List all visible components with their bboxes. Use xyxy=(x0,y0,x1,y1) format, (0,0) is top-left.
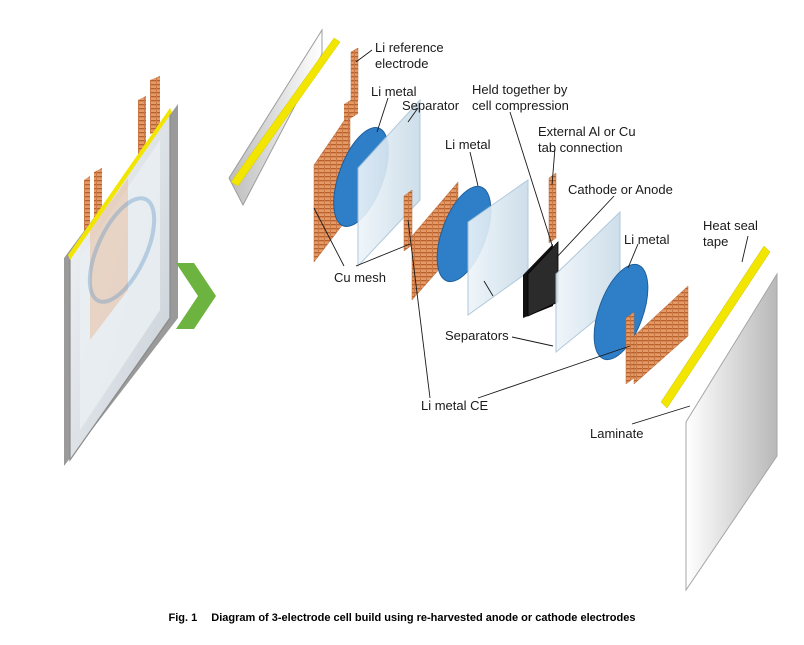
cu-mesh-3 xyxy=(633,285,689,385)
label-cathode-anode: Cathode or Anode xyxy=(568,182,673,197)
label-heat-seal-line2: tape xyxy=(703,234,729,249)
label-held-together: Held together by cell compression xyxy=(472,82,569,114)
assembly-arrow-icon xyxy=(176,263,216,329)
assembled-cell xyxy=(64,76,178,466)
assembled-tab-ref xyxy=(150,76,160,134)
li-metal-disc-3 xyxy=(593,263,649,361)
separator-1 xyxy=(357,98,421,268)
label-external-tab: External Al or Cu tab connection xyxy=(538,124,636,156)
label-cu-mesh: Cu mesh xyxy=(334,270,387,285)
assembled-ghost-mesh xyxy=(90,178,128,340)
label-li-metal-ce: Li metal CE xyxy=(421,398,489,413)
label-li-reference-line2: electrode xyxy=(375,56,429,71)
figure-caption: Fig. 1 Diagram of 3-electrode cell build … xyxy=(0,612,804,624)
label-laminate: Laminate xyxy=(590,426,644,441)
figure-caption-text: Diagram of 3-electrode cell build using … xyxy=(211,612,636,624)
label-li-metal-2: Li metal xyxy=(445,137,491,152)
label-held-line2: cell compression xyxy=(472,98,569,113)
cu-mesh-3-tab xyxy=(625,311,635,385)
label-external-tab-line2: tab connection xyxy=(538,140,623,155)
label-held-line1: Held together by xyxy=(472,82,568,97)
laminate-front xyxy=(685,272,778,592)
cell-build-diagram xyxy=(64,28,778,592)
figure-number: Fig. 1 xyxy=(168,612,198,624)
heat-seal-tape-front xyxy=(660,245,771,409)
leader-lines xyxy=(313,49,749,425)
assembled-tape xyxy=(68,108,172,260)
assembled-tab-1 xyxy=(138,96,146,154)
assembled-tab-3 xyxy=(84,176,90,236)
label-li-metal-3: Li metal xyxy=(624,232,670,247)
label-li-reference-line1: Li reference xyxy=(375,40,444,55)
heat-seal-tape-back xyxy=(230,37,341,187)
label-li-metal-1: Li metal xyxy=(371,84,417,99)
cathode-or-anode-electrode xyxy=(527,240,559,317)
external-tab xyxy=(548,172,557,244)
assembled-ghost-li xyxy=(87,196,157,304)
label-heat-seal-line1: Heat seal xyxy=(703,218,758,233)
label-separator: Separator xyxy=(402,98,460,113)
label-external-tab-line1: External Al or Cu xyxy=(538,124,636,139)
label-li-reference: Li reference electrode xyxy=(375,40,444,72)
label-separators: Separators xyxy=(445,328,509,343)
label-heat-seal: Heat seal tape xyxy=(703,218,758,250)
assembled-pouch-inner xyxy=(80,140,160,430)
